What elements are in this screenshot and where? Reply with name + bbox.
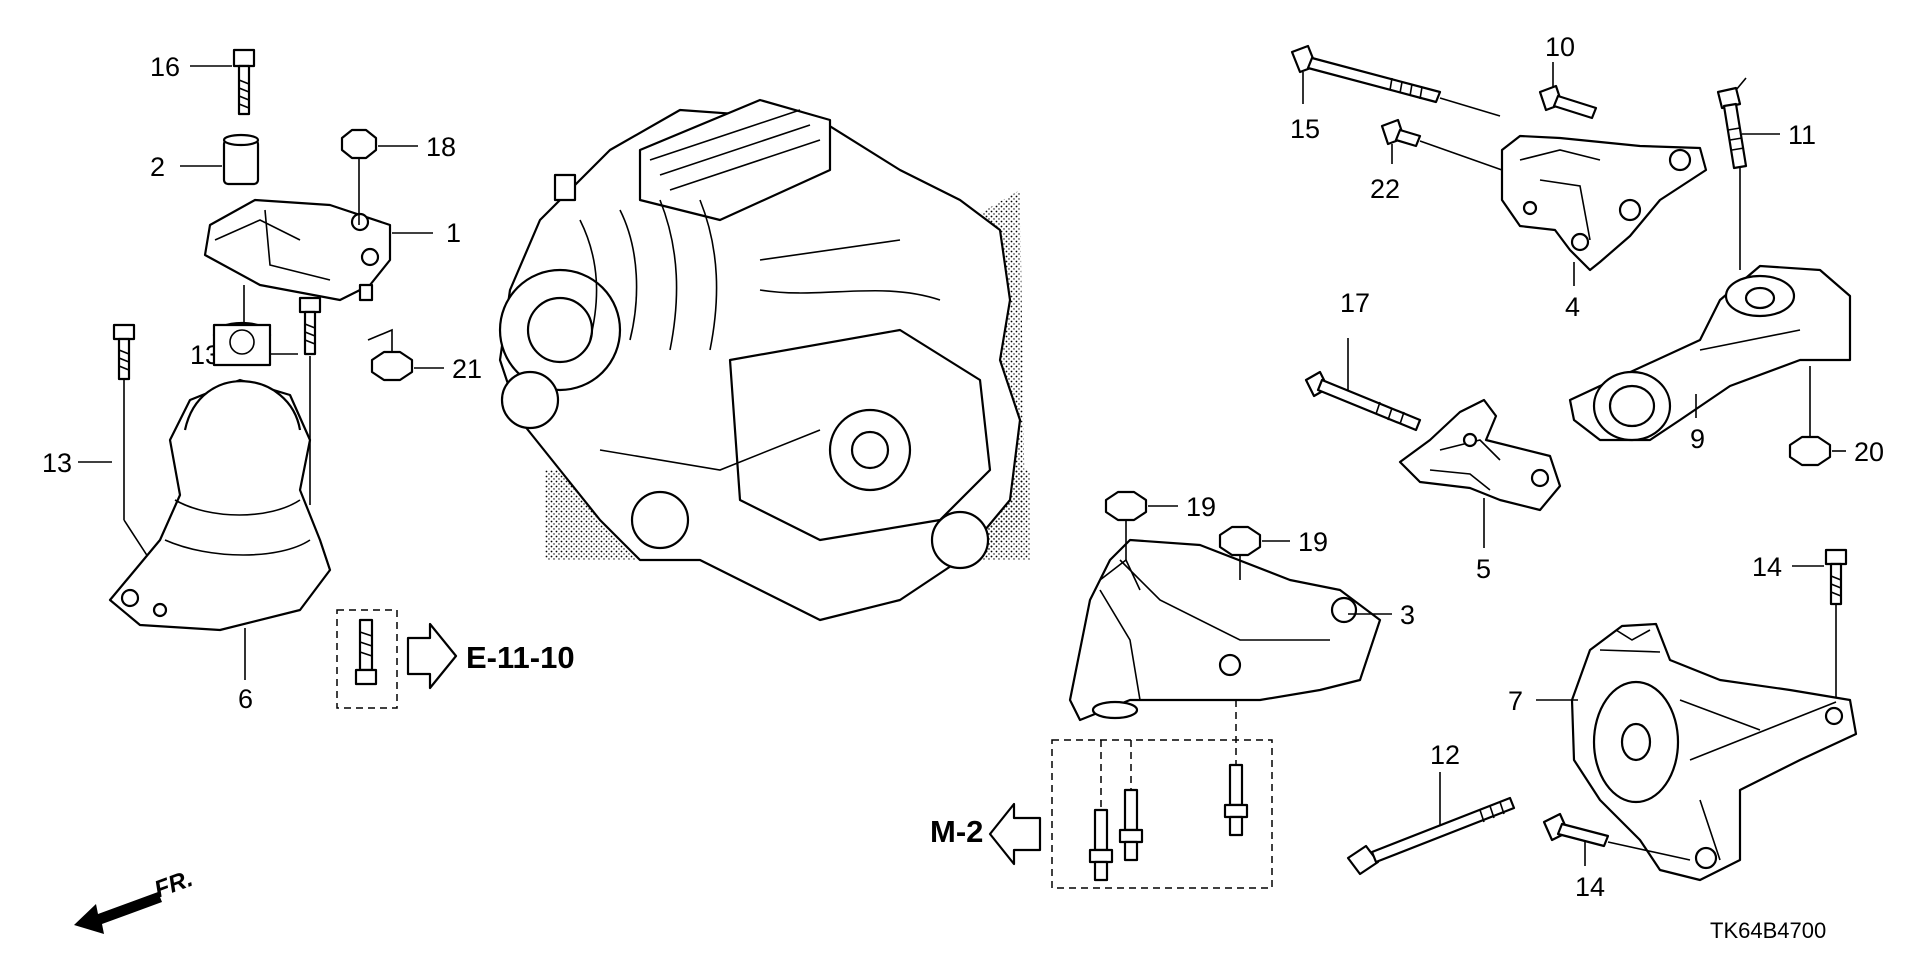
callout-10: 10 — [1545, 32, 1575, 62]
stud-dashed-box-left — [336, 609, 398, 709]
callout-15: 15 — [1290, 114, 1320, 144]
part-3-bracket — [1068, 538, 1382, 722]
studs-lower — [1088, 700, 1249, 882]
part-5-bracket — [1398, 398, 1562, 512]
part-20-nut — [1788, 366, 1832, 467]
callout-11: 11 — [1788, 120, 1816, 150]
callout-13-left: 13 — [42, 448, 72, 478]
callout-9: 9 — [1690, 424, 1705, 454]
callout-19-a: 19 — [1186, 492, 1216, 522]
part-2-collar — [222, 133, 260, 186]
part-12-bolt — [1346, 796, 1516, 876]
stud-dashed-box-lower — [1051, 739, 1273, 889]
part-15-bolt — [1290, 44, 1442, 104]
part-1-bracket — [203, 198, 392, 302]
reference-m-2[interactable]: M-2 — [930, 814, 983, 849]
part-13-bolt-upper — [298, 296, 322, 505]
part-9-torque-rod — [1568, 264, 1852, 442]
callout-3: 3 — [1400, 600, 1415, 630]
callout-12: 12 — [1430, 740, 1460, 770]
callout-14-upper: 14 — [1752, 552, 1782, 582]
part-4-bracket — [1500, 134, 1708, 272]
part-19-nut-a — [1104, 490, 1148, 560]
part-13-bolt-left — [112, 323, 136, 381]
part-22-bolt — [1380, 118, 1422, 148]
front-label: FR. — [151, 865, 197, 904]
part-10-bolt — [1538, 84, 1598, 120]
part-11-bolt — [1716, 77, 1748, 170]
arrow-right-hollow-icon — [406, 622, 458, 690]
diagram-code: TK64B4700 — [1710, 918, 1826, 943]
part-17-bolt — [1304, 370, 1422, 432]
part-7-mount — [1570, 622, 1858, 882]
part-16-bolt — [232, 48, 256, 116]
callout-5: 5 — [1476, 554, 1491, 584]
engine-assembly — [498, 98, 1030, 622]
part-18-nut — [340, 128, 378, 225]
callout-19-b: 19 — [1298, 527, 1328, 557]
part-21-nut — [367, 328, 414, 382]
callout-21: 21 — [452, 354, 482, 384]
part-14-bolt-lower — [1542, 812, 1691, 861]
arrow-left-hollow-icon — [988, 802, 1042, 866]
callout-6: 6 — [238, 684, 253, 714]
callout-16: 16 — [150, 52, 180, 82]
stud-left — [354, 618, 378, 686]
front-arrow-icon — [74, 892, 162, 934]
callout-18: 18 — [426, 132, 456, 162]
callout-17: 17 — [1340, 288, 1370, 318]
callout-2: 2 — [150, 152, 165, 182]
reference-e-11-10[interactable]: E-11-10 — [466, 640, 575, 675]
callout-22: 22 — [1370, 174, 1400, 204]
callout-4: 4 — [1565, 292, 1580, 322]
part-19-nut-b — [1218, 525, 1262, 580]
part-14-bolt-upper — [1824, 548, 1848, 702]
part-6-mount — [108, 321, 332, 632]
callout-20: 20 — [1854, 437, 1884, 467]
callout-1: 1 — [446, 218, 461, 248]
callout-14-lower: 14 — [1575, 872, 1605, 902]
callout-7: 7 — [1508, 686, 1523, 716]
